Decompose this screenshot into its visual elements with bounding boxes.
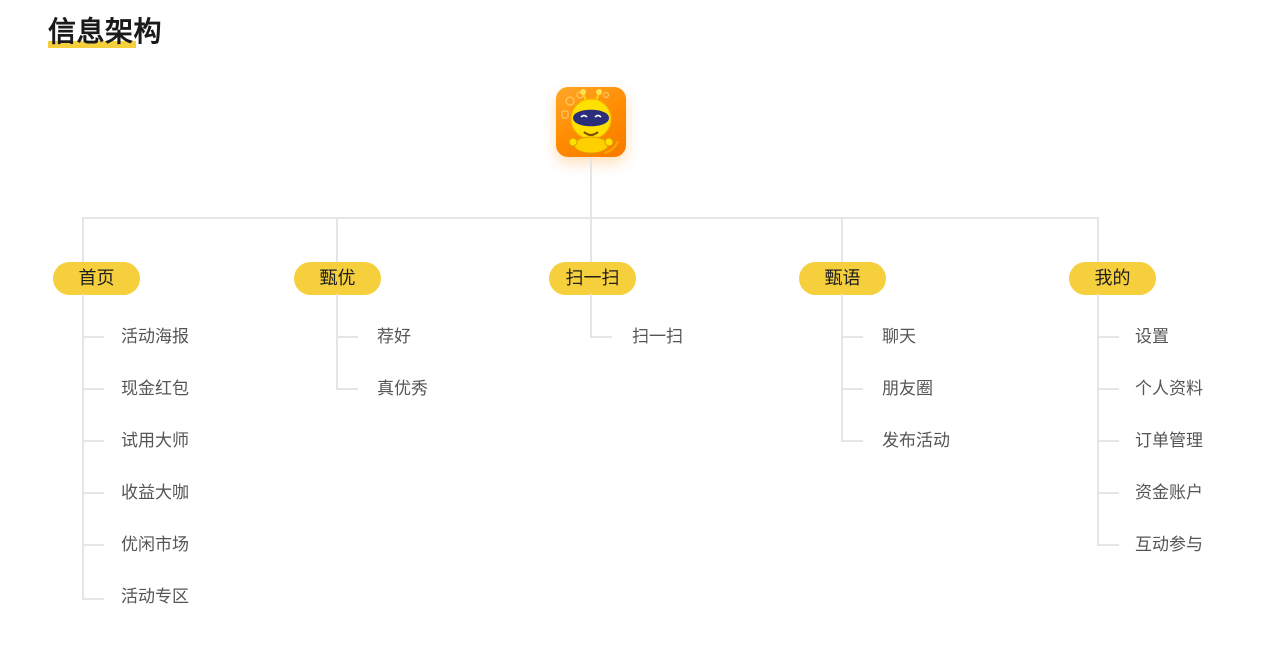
tick bbox=[82, 544, 104, 546]
branch-drop-5 bbox=[1097, 217, 1099, 264]
stem-home bbox=[82, 294, 84, 600]
tick bbox=[82, 492, 104, 494]
leaf-item: 荐好 bbox=[377, 327, 411, 347]
tick bbox=[1097, 388, 1119, 390]
stem-scan bbox=[590, 294, 592, 338]
tick bbox=[841, 388, 863, 390]
leaf-item: 试用大师 bbox=[121, 431, 189, 451]
page-title: 信息架构 bbox=[48, 15, 163, 48]
title-block: 信息架构 bbox=[48, 14, 162, 50]
tick bbox=[1097, 492, 1119, 494]
stem-zhenyou bbox=[336, 294, 338, 390]
leaf-item: 设置 bbox=[1135, 327, 1169, 347]
tick bbox=[1097, 336, 1119, 338]
tick bbox=[1097, 544, 1119, 546]
title-underline bbox=[48, 41, 136, 48]
leaf-item: 优闲市场 bbox=[121, 535, 189, 555]
leaf-item: 个人资料 bbox=[1135, 379, 1203, 399]
branch-node-home: 首页 bbox=[53, 262, 140, 295]
tick bbox=[1097, 440, 1119, 442]
tick bbox=[841, 440, 863, 442]
branch-node-mine: 我的 bbox=[1069, 262, 1156, 295]
tick bbox=[82, 336, 104, 338]
tick bbox=[82, 388, 104, 390]
tick bbox=[82, 440, 104, 442]
tick bbox=[841, 336, 863, 338]
tick bbox=[336, 388, 358, 390]
leaf-item: 朋友圈 bbox=[882, 379, 933, 399]
leaf-item: 活动海报 bbox=[121, 327, 189, 347]
leaf-item: 活动专区 bbox=[121, 587, 189, 607]
leaf-item: 发布活动 bbox=[882, 431, 950, 451]
branch-drop-3 bbox=[590, 217, 592, 264]
app-logo-robot-icon bbox=[556, 87, 626, 157]
tick bbox=[590, 336, 612, 338]
leaf-item: 真优秀 bbox=[377, 379, 428, 399]
branch-node-zhenyou: 甄优 bbox=[294, 262, 381, 295]
leaf-item: 扫一扫 bbox=[632, 327, 683, 347]
branch-drop-4 bbox=[841, 217, 843, 264]
tick bbox=[336, 336, 358, 338]
leaf-item: 资金账户 bbox=[1135, 483, 1203, 503]
leaf-item: 现金红包 bbox=[121, 379, 189, 399]
leaf-item: 收益大咖 bbox=[121, 483, 189, 503]
stem-mine bbox=[1097, 294, 1099, 546]
branch-drop-2 bbox=[336, 217, 338, 264]
branch-node-scan: 扫一扫 bbox=[549, 262, 636, 295]
tick bbox=[82, 598, 104, 600]
branch-node-zhenyu: 甄语 bbox=[799, 262, 886, 295]
leaf-item: 订单管理 bbox=[1135, 431, 1203, 451]
leaf-item: 互动参与 bbox=[1135, 535, 1203, 555]
leaf-item: 聊天 bbox=[882, 327, 916, 347]
root-connector bbox=[590, 157, 592, 218]
branch-drop-1 bbox=[82, 217, 84, 264]
stem-zhenyu bbox=[841, 294, 843, 442]
